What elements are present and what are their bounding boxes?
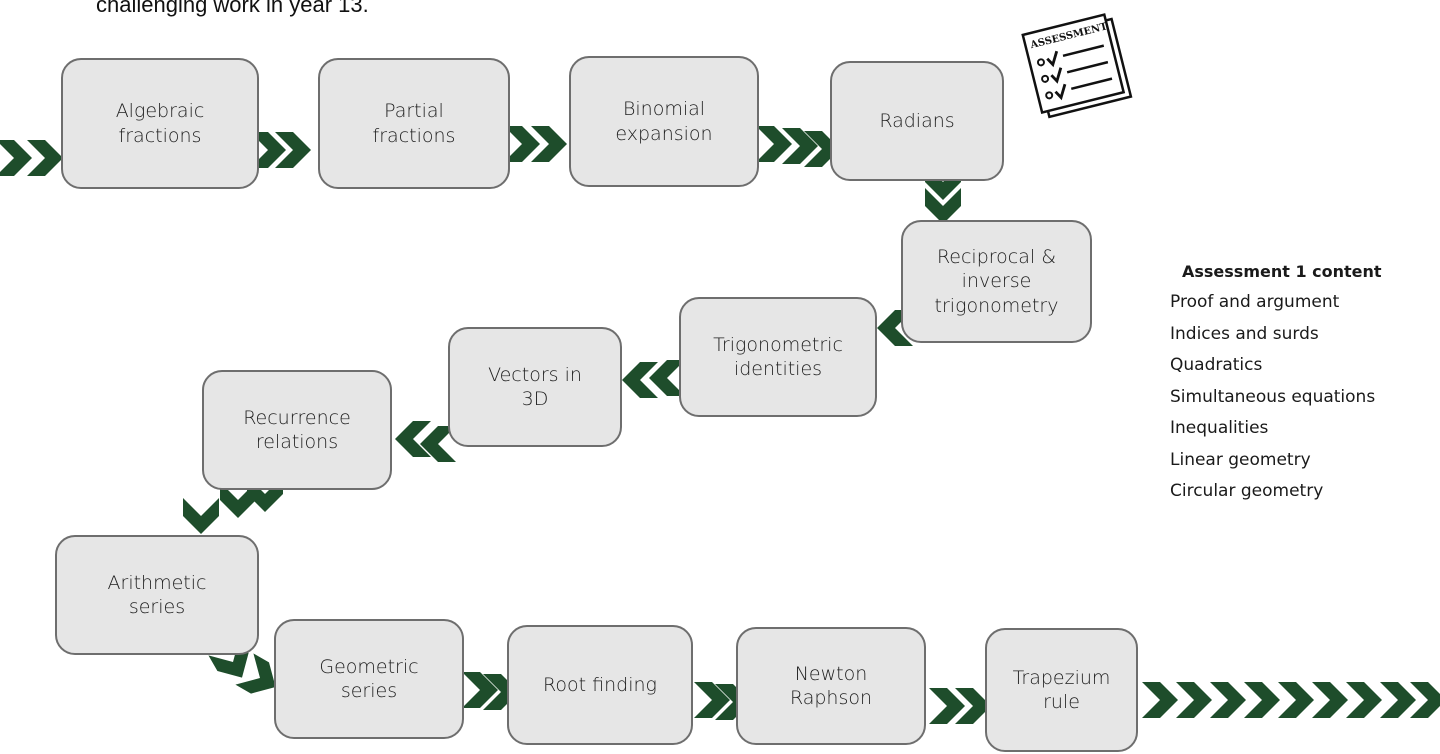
chevron-arrow-icon: [420, 426, 456, 462]
assessment-item: Circular geometry: [1170, 481, 1324, 501]
chevron-arrow-icon: [462, 672, 498, 708]
topic-partial-fractions: Partial fractions: [318, 58, 510, 189]
chevron-arrow-icon: [955, 688, 991, 724]
chevron-arrow-icon: [1244, 682, 1280, 718]
chevron-arrow-icon: [0, 140, 32, 176]
chevron-arrow-icon: [649, 360, 685, 396]
assessment-content-title: Assessment 1 content: [1182, 262, 1382, 281]
chevron-arrow-icon: [622, 362, 658, 398]
topic-vectors-in-3d: Vectors in 3D: [448, 327, 622, 447]
chevron-arrow-icon: [1380, 682, 1416, 718]
chevron-arrow-icon: [395, 421, 431, 457]
assessment-item: Indices and surds: [1170, 323, 1319, 344]
assessment-item: Inequalities: [1170, 418, 1269, 438]
topic-trapezium-rule: Trapezium rule: [985, 628, 1138, 752]
topic-geometric-series: Geometric series: [274, 619, 464, 739]
topic-binomial-expansion: Binomial expansion: [569, 56, 759, 187]
chevron-arrow-icon: [183, 498, 219, 534]
chevron-arrow-icon: [504, 126, 540, 162]
topic-reciprocal-inverse-trigonometry: Reciprocal & inverse trigonometry: [901, 220, 1092, 343]
chevron-arrow-icon: [275, 132, 311, 168]
assessment-checklist-icon: ASSESSMENT: [1021, 13, 1133, 119]
chevron-arrow-icon: [220, 482, 256, 518]
chevron-arrow-icon: [782, 128, 818, 164]
chevron-arrow-icon: [694, 682, 730, 718]
assessment-item: Proof and argument: [1170, 292, 1340, 312]
chevron-arrow-icon: [1410, 682, 1440, 718]
topic-recurrence-relations: Recurrence relations: [202, 370, 392, 490]
assessment-item: Linear geometry: [1170, 449, 1311, 470]
chevron-arrow-icon: [531, 126, 567, 162]
assessment-content-list: Proof and argument Indices and surds Qua…: [1170, 287, 1382, 508]
chevron-arrow-icon: [1142, 682, 1178, 718]
assessment-item: Quadratics: [1170, 355, 1263, 375]
chevron-arrow-icon: [1210, 682, 1246, 718]
chevron-arrow-icon: [1346, 682, 1382, 718]
chevron-arrow-icon: [1176, 682, 1212, 718]
chevron-arrow-icon: [925, 188, 961, 224]
topic-radians: Radians: [830, 61, 1004, 181]
chevron-arrow-icon: [756, 126, 792, 162]
chevron-arrow-icon: [27, 140, 63, 176]
topic-trigonometric-identities: Trigonometric identities: [679, 297, 877, 417]
assessment-item: Simultaneous equations: [1170, 386, 1376, 407]
topic-arithmetic-series: Arithmetic series: [55, 535, 259, 655]
chevron-arrow-icon: [929, 688, 965, 724]
chevron-arrow-icon: [1312, 682, 1348, 718]
chevron-arrow-icon: [1278, 682, 1314, 718]
chevron-arrow-icon: [250, 132, 286, 168]
topic-newton-raphson: Newton Raphson: [736, 627, 926, 745]
intro-text: challenging work in year 13.: [96, 0, 369, 17]
topic-root-finding: Root finding: [507, 625, 693, 745]
topic-algebraic-fractions: Algebraic fractions: [61, 58, 259, 189]
chevron-arrow-icon: [235, 653, 276, 694]
assessment-content-panel: Assessment 1 content Proof and argument …: [1170, 262, 1382, 508]
